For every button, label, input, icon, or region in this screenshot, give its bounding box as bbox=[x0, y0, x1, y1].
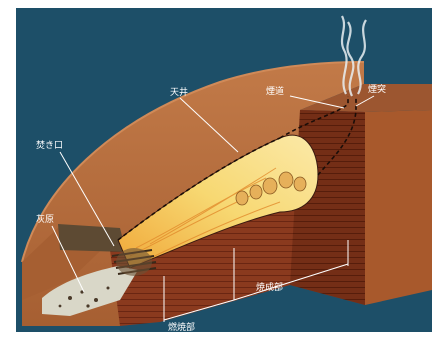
label-burning-section: 焼成部 bbox=[256, 281, 283, 293]
firebox-wall bbox=[58, 224, 126, 252]
label-ash-pit: 灰原 bbox=[36, 213, 54, 225]
label-firing-port: 焚き口 bbox=[36, 140, 63, 151]
chimney-block-side bbox=[365, 110, 432, 305]
label-firing-section: 燃焼部 bbox=[168, 321, 195, 333]
label-flue: 煙道 bbox=[266, 85, 284, 97]
frame-border bbox=[0, 0, 445, 8]
label-ceiling: 天井 bbox=[170, 86, 188, 98]
label-chimney: 煙突 bbox=[368, 83, 386, 95]
